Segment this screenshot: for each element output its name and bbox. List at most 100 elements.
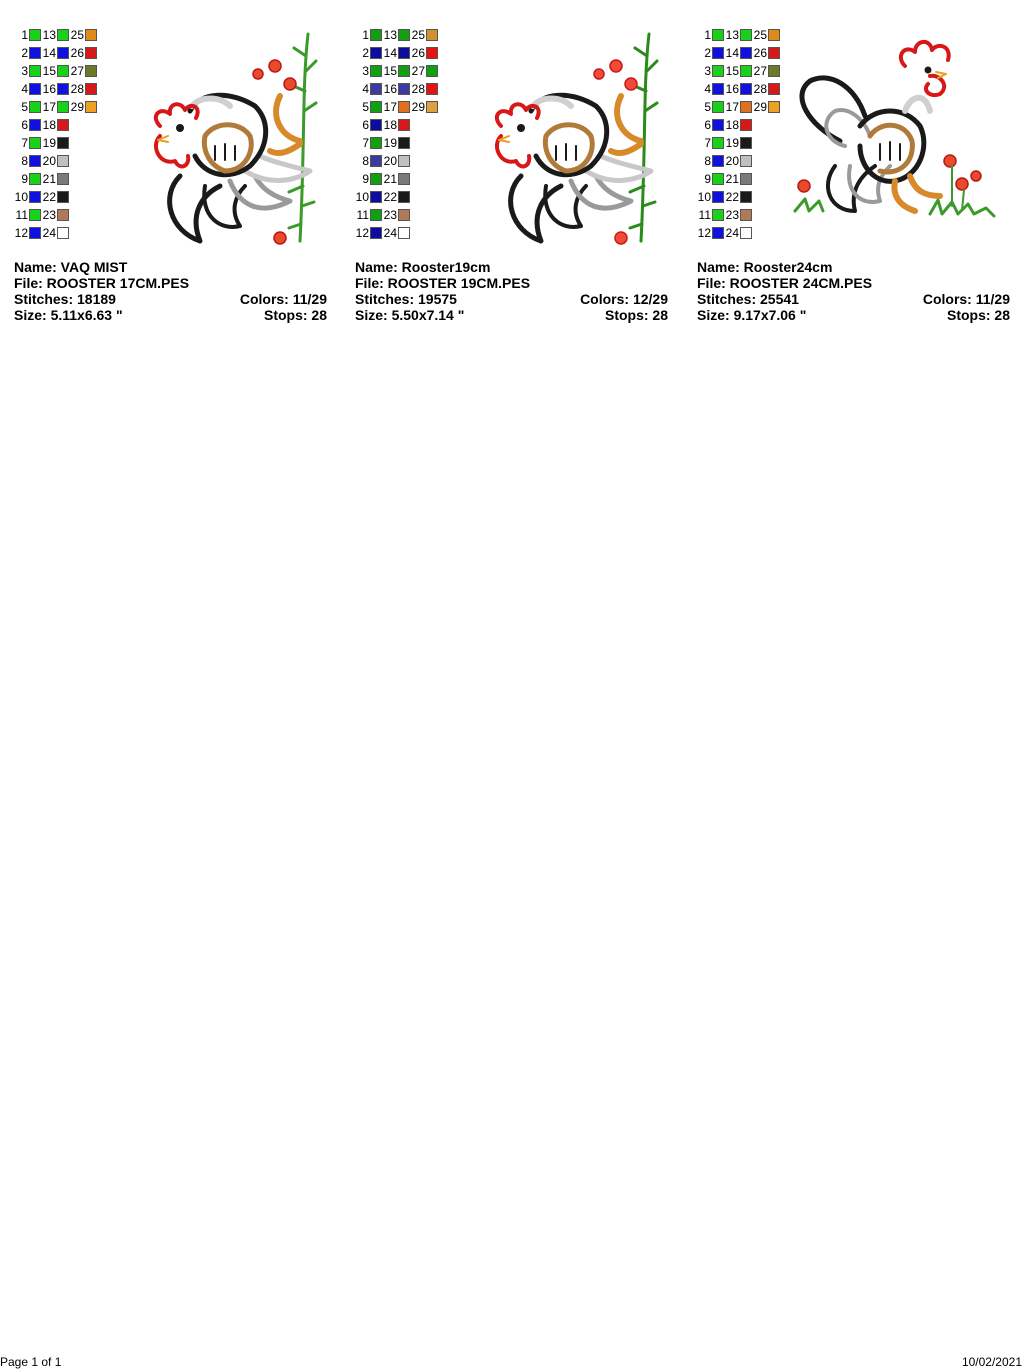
palette-entry: 23 [41,208,69,222]
thread-number: 10 [14,190,28,204]
thread-number: 7 [21,136,28,150]
palette-entry: 16 [41,82,69,96]
palette-entry: 7 [695,136,724,150]
thread-number: 9 [362,172,369,186]
thread-color-swatch [740,227,752,239]
design-info: Name: Rooster24cm File: ROOSTER 24CM.PES… [697,259,1010,323]
page-number: Page 1 of 1 [0,1355,62,1369]
thread-color-swatch [712,29,724,41]
design-size: Size: 9.17x7.06 " [697,307,807,323]
thread-number: 11 [15,208,28,222]
thread-number: 3 [362,64,369,78]
thread-number: 27 [411,64,425,78]
palette-entry: 9 [353,172,382,186]
thread-color-swatch [29,29,41,41]
thread-color-swatch [398,29,410,41]
design-colors: Colors: 11/29 [922,291,1010,307]
thread-color-swatch [57,227,69,239]
thread-number: 15 [383,64,397,78]
palette-entry: 17 [724,100,752,114]
thread-number: 13 [42,28,56,42]
thread-color-swatch [370,173,382,185]
palette-entry: 10 [695,190,724,204]
thread-number: 1 [21,28,28,42]
thread-number: 10 [355,190,369,204]
thread-number: 21 [42,172,56,186]
thread-color-swatch [740,209,752,221]
thread-number: 28 [70,82,84,96]
thread-number: 4 [362,82,369,96]
thread-number: 7 [704,136,711,150]
rooster-embroidery-image [494,32,659,245]
palette-entry: 28 [752,82,780,96]
thread-color-swatch [740,191,752,203]
palette-entry: 21 [41,172,69,186]
palette-entry: 8 [695,154,724,168]
design-stops: Stops: 28 [263,307,327,323]
thread-number: 23 [42,208,56,222]
thread-color-swatch [370,83,382,95]
palette-entry: 4 [353,82,382,96]
palette-entry: 15 [724,64,752,78]
thread-number: 14 [725,46,739,60]
palette-entry: 18 [382,118,410,132]
palette-entry: 27 [752,64,780,78]
thread-number: 9 [704,172,711,186]
thread-number: 20 [42,154,56,168]
design-stitches: Stitches: 19575 [355,291,457,307]
thread-color-swatch [370,119,382,131]
palette-entry: 6 [353,118,382,132]
palette-entry: 20 [382,154,410,168]
palette-entry: 13 [382,28,410,42]
thread-color-swatch [712,155,724,167]
palette-entry: 29 [752,100,780,114]
thread-number: 13 [725,28,739,42]
thread-color-swatch [426,83,438,95]
thread-color-swatch [57,29,69,41]
design-file: File: ROOSTER 24CM.PES [697,275,873,291]
thread-number: 27 [753,64,767,78]
thread-color-swatch [398,155,410,167]
palette-entry: 29 [69,100,97,114]
palette-entry: 16 [724,82,752,96]
thread-number: 11 [698,208,711,222]
palette-entry: 28 [69,82,97,96]
thread-color-swatch [370,209,382,221]
palette-entry: 11 [695,208,724,222]
palette-entry: 13 [41,28,69,42]
palette-entry: 1 [695,28,724,42]
thread-number: 17 [42,100,56,114]
palette-entry: 4 [12,82,41,96]
design-name: Name: Rooster24cm [697,259,833,275]
palette-entry: 12 [695,226,724,240]
palette-entry: 19 [382,136,410,150]
palette-entry: 19 [724,136,752,150]
palette-entry: 16 [382,82,410,96]
thread-color-swatch [398,191,410,203]
thread-number: 26 [411,46,425,60]
design-stitches: Stitches: 25541 [697,291,799,307]
thread-number: 9 [21,172,28,186]
thread-number: 18 [725,118,739,132]
thread-color-swatch [712,83,724,95]
palette-entry: 8 [12,154,41,168]
thread-number: 2 [362,46,369,60]
thread-number: 25 [411,28,425,42]
design-file: File: ROOSTER 19CM.PES [355,275,531,291]
thread-color-swatch [740,137,752,149]
palette-entry: 12 [353,226,382,240]
thread-color-swatch [398,83,410,95]
palette-entry: 14 [41,46,69,60]
thread-number: 4 [21,82,28,96]
thread-number: 27 [70,64,84,78]
thread-color-swatch [57,137,69,149]
thread-color-swatch [29,137,41,149]
thread-number: 23 [383,208,397,222]
